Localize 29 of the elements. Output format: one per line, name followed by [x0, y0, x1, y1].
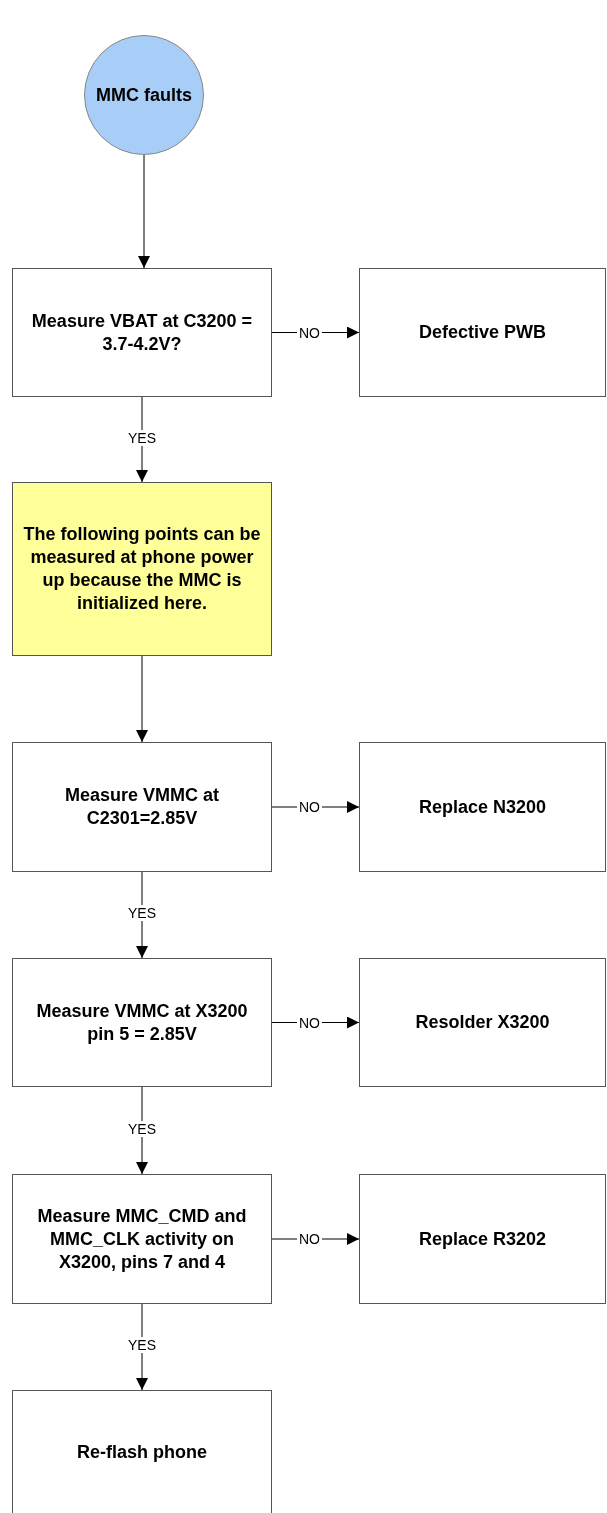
process-box — [12, 268, 272, 397]
arrow — [136, 655, 148, 743]
node-text: Measure VMMC at C2301=2.85V — [63, 784, 220, 830]
process-box — [12, 1390, 272, 1513]
node-text: Measure VBAT at C3200 = 3.7-4.2V? — [30, 309, 254, 356]
node-text: Re-flash phone — [76, 1440, 208, 1464]
node-text: Measure MMC_CMD and MMC_CLK activity on X3200, pins 7 and 4 — [36, 1204, 248, 1274]
edge-label: YES — [126, 1337, 158, 1353]
process-box — [359, 1174, 606, 1304]
process-box — [12, 958, 272, 1087]
arrow — [138, 154, 150, 269]
edge-label: NO — [297, 799, 322, 815]
process-box — [359, 742, 606, 872]
process-box — [359, 958, 606, 1087]
note-box — [12, 482, 272, 656]
process-box — [359, 268, 606, 397]
node-text: Resolder X3200 — [414, 1011, 551, 1034]
node-text: Replace R3202 — [417, 1227, 548, 1251]
node-text: Measure VMMC at X3200 pin 5 = 2.85V — [35, 999, 249, 1046]
node-text: Replace N3200 — [417, 795, 548, 819]
node-text: Defective PWB — [417, 321, 547, 344]
node-text: The following points can be measured at phone power up because the MMC is initialized here. — [22, 523, 262, 615]
node-text: MMC faults — [95, 83, 193, 107]
process-box — [12, 742, 272, 872]
edge-label: NO — [297, 1231, 322, 1247]
edge-label: YES — [126, 1120, 158, 1137]
edge-label: YES — [126, 905, 158, 921]
edge-label: YES — [126, 429, 158, 446]
process-box — [12, 1174, 272, 1304]
